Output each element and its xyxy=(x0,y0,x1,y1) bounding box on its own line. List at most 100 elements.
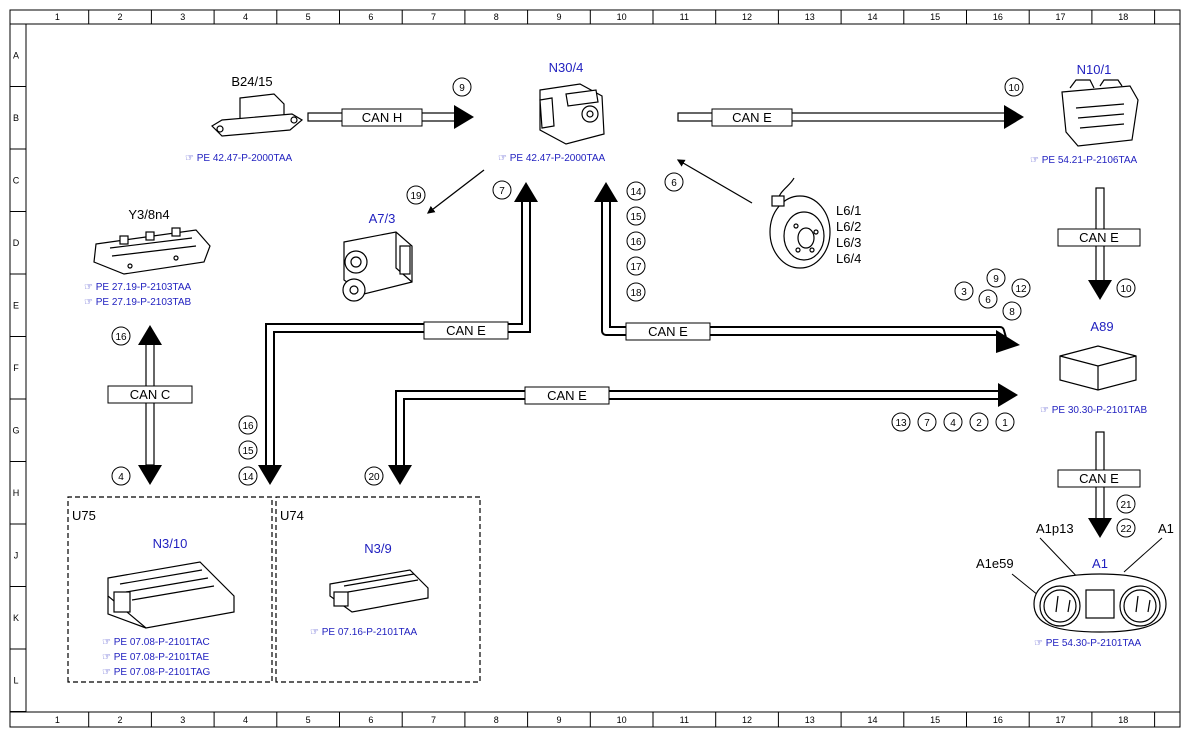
svg-text:7: 7 xyxy=(499,186,505,197)
svg-text:4: 4 xyxy=(950,418,956,429)
signal-22: 22 xyxy=(1116,518,1136,538)
n3-10-label: N3/10 xyxy=(153,536,188,551)
signal-7: 7 xyxy=(492,180,512,200)
svg-text:19: 19 xyxy=(410,191,422,202)
grid-column-label: 5 xyxy=(306,12,311,22)
svg-text:16: 16 xyxy=(242,421,254,432)
grid-column-label: 15 xyxy=(930,12,940,22)
grid-column-label: 12 xyxy=(742,12,752,22)
signal-18-stack: 18 xyxy=(626,282,646,302)
signal-arrow-l6-n30 xyxy=(676,159,753,204)
b24-15-sensor-icon xyxy=(211,93,304,137)
svg-text:15: 15 xyxy=(242,446,254,457)
n30-4-label: N30/4 xyxy=(549,60,584,75)
grid-column-label: 11 xyxy=(680,715,689,725)
bus-can-e-a89-a1: CAN E xyxy=(1057,431,1141,538)
n3-10-ref-2: ☞ PE 07.08-P-2101TAE xyxy=(102,652,210,663)
signal-7-row: 7 xyxy=(917,412,937,432)
grid-row-label: J xyxy=(14,550,19,560)
svg-text:10: 10 xyxy=(1120,284,1132,295)
svg-text:6: 6 xyxy=(671,178,677,189)
grid-column-label: 11 xyxy=(680,12,689,22)
grid-column-label: 13 xyxy=(805,715,815,725)
signal-16-left: 16 xyxy=(238,415,258,435)
grid-column-label: 14 xyxy=(867,12,877,22)
svg-text:10: 10 xyxy=(1008,83,1020,94)
grid-column-ticks xyxy=(10,10,1156,727)
l6-1-label: L6/1 xyxy=(836,203,861,218)
grid-column-label: 4 xyxy=(243,715,248,725)
grid-column-label: 2 xyxy=(118,12,123,22)
svg-text:9: 9 xyxy=(993,274,999,285)
grid-column-label: 14 xyxy=(867,715,877,725)
grid-column-label: 8 xyxy=(494,715,499,725)
signal-14-stack: 14 xyxy=(626,181,646,201)
svg-text:2: 2 xyxy=(976,418,982,429)
u75-group-box xyxy=(67,496,273,683)
svg-text:8: 8 xyxy=(1009,307,1015,318)
grid-row-label: B xyxy=(13,113,19,123)
u74-group-box xyxy=(275,496,481,683)
l6-4-label: L6/4 xyxy=(836,251,861,266)
grid-column-label: 4 xyxy=(243,12,248,22)
n3-9-ecu-icon xyxy=(329,569,429,613)
signal-13: 13 xyxy=(891,412,911,432)
u74-label: U74 xyxy=(280,508,304,523)
bus-can-e-n30-a89: CAN E xyxy=(594,182,1020,353)
svg-text:14: 14 xyxy=(242,472,254,483)
signal-16-can-c: 16 xyxy=(111,326,131,346)
n30-4-ref: ☞ PE 42.47-P-2000TAA xyxy=(498,153,606,164)
signal-6-cluster: 6 xyxy=(978,289,998,309)
l6-wheel-sensor-icon xyxy=(769,177,831,269)
a1e59-label: A1e59 xyxy=(976,556,1014,571)
signal-15-stack: 15 xyxy=(626,206,646,226)
grid-row-label: D xyxy=(13,238,20,248)
grid-column-label: 1 xyxy=(55,715,60,725)
svg-text:7: 7 xyxy=(924,418,930,429)
n3-10-ref-1: ☞ PE 07.08-P-2101TAC xyxy=(102,637,210,648)
signal-19: 19 xyxy=(406,185,426,205)
n3-9-label: N3/9 xyxy=(364,541,391,556)
n10-1-ref: ☞ PE 54.21-P-2106TAA xyxy=(1030,155,1138,166)
signal-9: 9 xyxy=(452,77,472,97)
a1-cluster-icon xyxy=(1033,573,1167,633)
signal-15-left: 15 xyxy=(238,440,258,460)
signal-6: 6 xyxy=(664,172,684,192)
n3-9-ref: ☞ PE 07.16-P-2101TAA xyxy=(310,627,418,638)
grid-column-label: 2 xyxy=(118,715,123,725)
svg-text:21: 21 xyxy=(1120,500,1132,511)
y3-8n4-ref-1: ☞ PE 27.19-P-2103TAA xyxy=(84,282,192,293)
svg-text:22: 22 xyxy=(1120,524,1132,535)
grid-row-label: G xyxy=(12,425,19,435)
grid-column-label: 12 xyxy=(742,715,752,725)
u75-label: U75 xyxy=(72,508,96,523)
grid-row-label: C xyxy=(13,175,20,185)
svg-text:14: 14 xyxy=(630,187,642,198)
svg-text:6: 6 xyxy=(985,295,991,306)
grid-row-label: E xyxy=(13,300,19,310)
y3-8n4-valve-body-icon xyxy=(93,227,211,275)
n3-10-ecu-icon xyxy=(107,561,235,629)
grid-column-label: 16 xyxy=(993,12,1003,22)
grid-column-label: 3 xyxy=(180,12,185,22)
l6-3-label: L6/3 xyxy=(836,235,861,250)
bus-can-h: CAN H xyxy=(307,105,474,129)
a7-3-unit-icon xyxy=(342,231,413,302)
n30-4-module-icon xyxy=(539,83,605,145)
grid-column-label: 10 xyxy=(617,12,627,22)
grid-column-label: 18 xyxy=(1118,715,1128,725)
grid-column-label: 7 xyxy=(431,715,436,725)
svg-text:16: 16 xyxy=(630,237,642,248)
grid-row-label: H xyxy=(13,488,20,498)
signal-1-row: 1 xyxy=(995,412,1015,432)
can-e-left-label: CAN E xyxy=(446,323,486,338)
grid-column-label: 7 xyxy=(431,12,436,22)
signal-10-top: 10 xyxy=(1004,77,1024,97)
signal-8-cluster: 8 xyxy=(1002,301,1022,321)
b24-15-ref: ☞ PE 42.47-P-2000TAA xyxy=(185,153,293,164)
grid-column-label: 10 xyxy=(617,715,627,725)
can-e-low-label: CAN E xyxy=(547,388,587,403)
n3-10-ref-3: ☞ PE 07.08-P-2101TAG xyxy=(102,667,211,678)
